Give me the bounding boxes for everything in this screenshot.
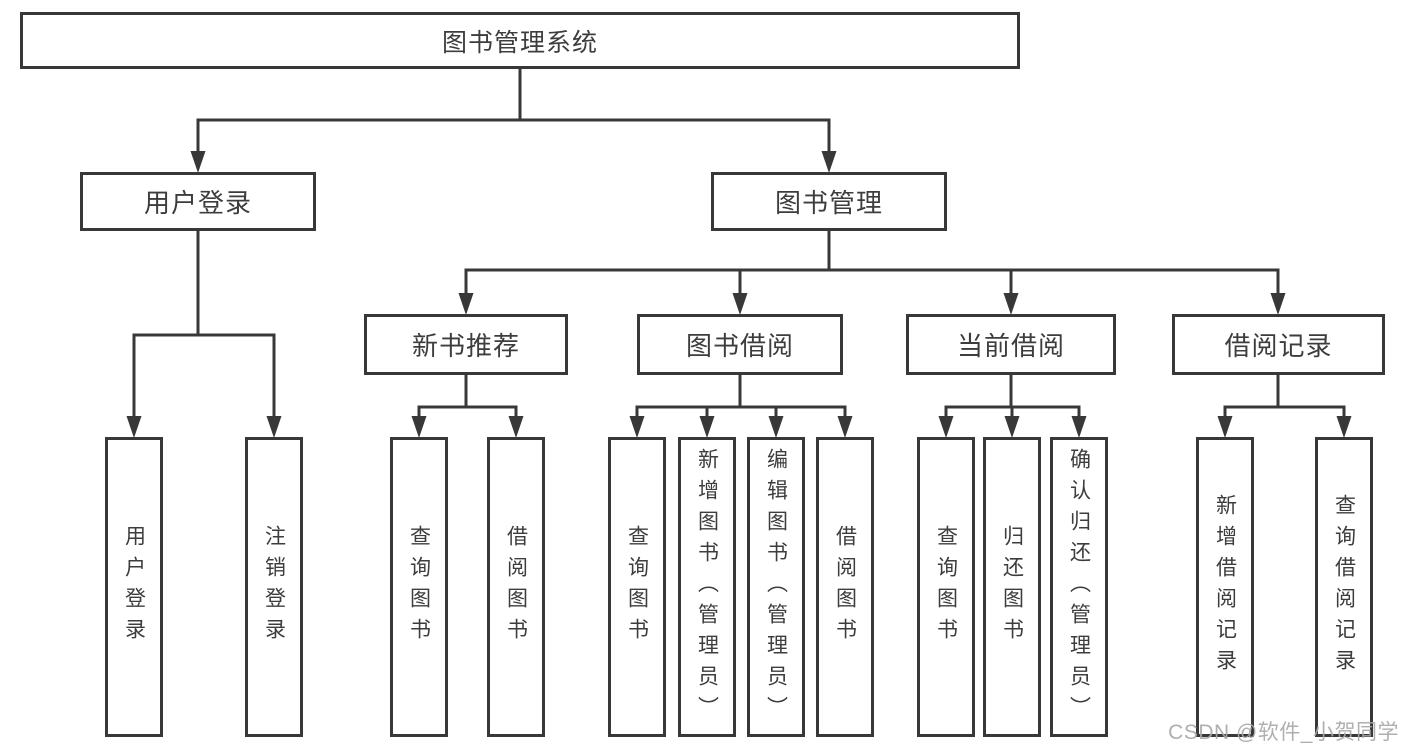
node-borrowing-records: 借阅记录: [1172, 314, 1385, 375]
node-user-login: 用户登录: [80, 172, 316, 231]
node-label: 查询图书: [934, 525, 958, 649]
node-label: 借阅图书: [833, 525, 857, 649]
node-book-management: 图书管理: [711, 172, 947, 231]
node-leaf-bb-borrow-books: 借阅图书: [816, 437, 874, 737]
node-label: 借阅图书: [504, 525, 528, 649]
node-leaf-user-login: 用户登录: [105, 437, 163, 737]
node-leaf-logout: 注销登录: [245, 437, 303, 737]
node-leaf-bb-edit-books-admin: 编辑图书（管理员）: [747, 437, 805, 737]
node-leaf-nbr-borrow-books: 借阅图书: [487, 437, 545, 737]
node-leaf-cb-confirm-return-admin: 确认归还（管理员）: [1050, 437, 1108, 737]
node-leaf-cb-return-books: 归还图书: [983, 437, 1041, 737]
node-book-borrowing: 图书借阅: [637, 314, 843, 375]
node-label: 确认归还（管理员）: [1067, 447, 1091, 727]
node-leaf-nbr-query-books: 查询图书: [390, 437, 448, 737]
node-root: 图书管理系统: [20, 12, 1020, 69]
node-label: 归还图书: [1000, 525, 1024, 649]
node-label: 图书管理: [774, 188, 883, 218]
node-leaf-cb-query-books: 查询图书: [917, 437, 975, 737]
node-label: 查询图书: [625, 525, 649, 649]
watermark: CSDN @软件_小贺同学: [1168, 721, 1399, 744]
node-label: 查询借阅记录: [1332, 494, 1356, 680]
node-label: 当前借阅: [956, 331, 1065, 361]
node-new-book-recommendation: 新书推荐: [364, 314, 568, 375]
node-label: 用户登录: [143, 188, 252, 218]
node-label: 用户登录: [122, 525, 146, 649]
node-label: 图书管理系统: [441, 28, 598, 57]
node-label: 新增借阅记录: [1213, 494, 1237, 680]
node-label: 编辑图书（管理员）: [764, 447, 788, 727]
node-leaf-bb-add-books-admin: 新增图书（管理员）: [678, 437, 736, 737]
node-label: 注销登录: [262, 525, 286, 649]
node-label: 新增图书（管理员）: [695, 447, 719, 727]
node-label: 新书推荐: [411, 331, 520, 361]
node-label: 借阅记录: [1224, 331, 1333, 361]
node-current-borrowing: 当前借阅: [906, 314, 1116, 375]
node-label: 图书借阅: [685, 331, 794, 361]
node-label: 查询图书: [407, 525, 431, 649]
node-leaf-br-query-record: 查询借阅记录: [1315, 437, 1373, 737]
node-leaf-bb-query-books: 查询图书: [608, 437, 666, 737]
arrowheads: [126, 151, 1352, 438]
node-leaf-br-add-record: 新增借阅记录: [1196, 437, 1254, 737]
